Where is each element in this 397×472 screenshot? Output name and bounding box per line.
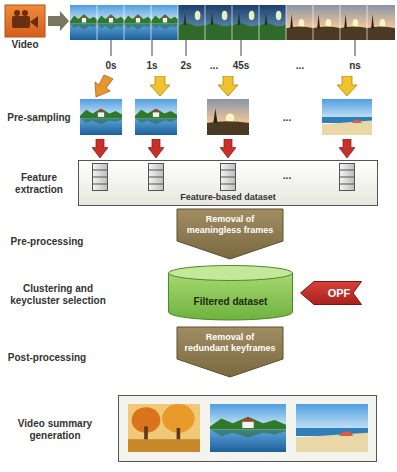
stage-label: Video summary generation: [0, 418, 110, 442]
time-mark: 45s: [226, 60, 256, 72]
ellipsis: ...: [288, 60, 312, 72]
time-mark: 0s: [96, 60, 126, 72]
text-holder: Feature-based dataset: [79, 192, 377, 203]
video-source-box: Video: [5, 5, 45, 37]
time-mark: 1s: [137, 60, 167, 72]
node-text: Removal of redundant keyframes: [183, 332, 277, 354]
cylinder-top: [169, 266, 293, 281]
node-text: OPF: [328, 281, 351, 305]
node-text: Video: [0, 39, 55, 51]
ellipsis: ...: [202, 60, 226, 72]
arrow-outline: [301, 282, 362, 305]
stage-label: Post-processing: [1, 352, 93, 364]
stage-label: Pre-processing: [1, 236, 93, 248]
input-arrow: OPF: [300, 281, 362, 305]
database-cylinder: Filtered dataset: [168, 265, 293, 320]
cylinder-shape: [168, 265, 293, 320]
stage-label: Clustering and keycluster selection: [0, 283, 116, 307]
node-text: Feature-based dataset: [79, 192, 377, 203]
arrow-outline: [177, 209, 283, 259]
time-mark: 2s: [171, 60, 201, 72]
arrow-outline: [177, 327, 283, 377]
ellipsis: ...: [275, 112, 299, 124]
node-text: Filtered dataset: [194, 296, 268, 308]
time-mark: ns: [340, 60, 370, 72]
dataset-box: Feature-based dataset: [78, 160, 378, 206]
stage-label: Pre-sampling: [1, 112, 77, 124]
process-arrow: Removal of redundant keyframes: [177, 327, 283, 377]
stage-label: Feature extraction: [1, 172, 77, 196]
ellipsis: ...: [275, 170, 299, 182]
process-arrow: Removal of meaningless frames: [177, 209, 283, 259]
node-text: Removal of meaningless frames: [183, 214, 277, 236]
